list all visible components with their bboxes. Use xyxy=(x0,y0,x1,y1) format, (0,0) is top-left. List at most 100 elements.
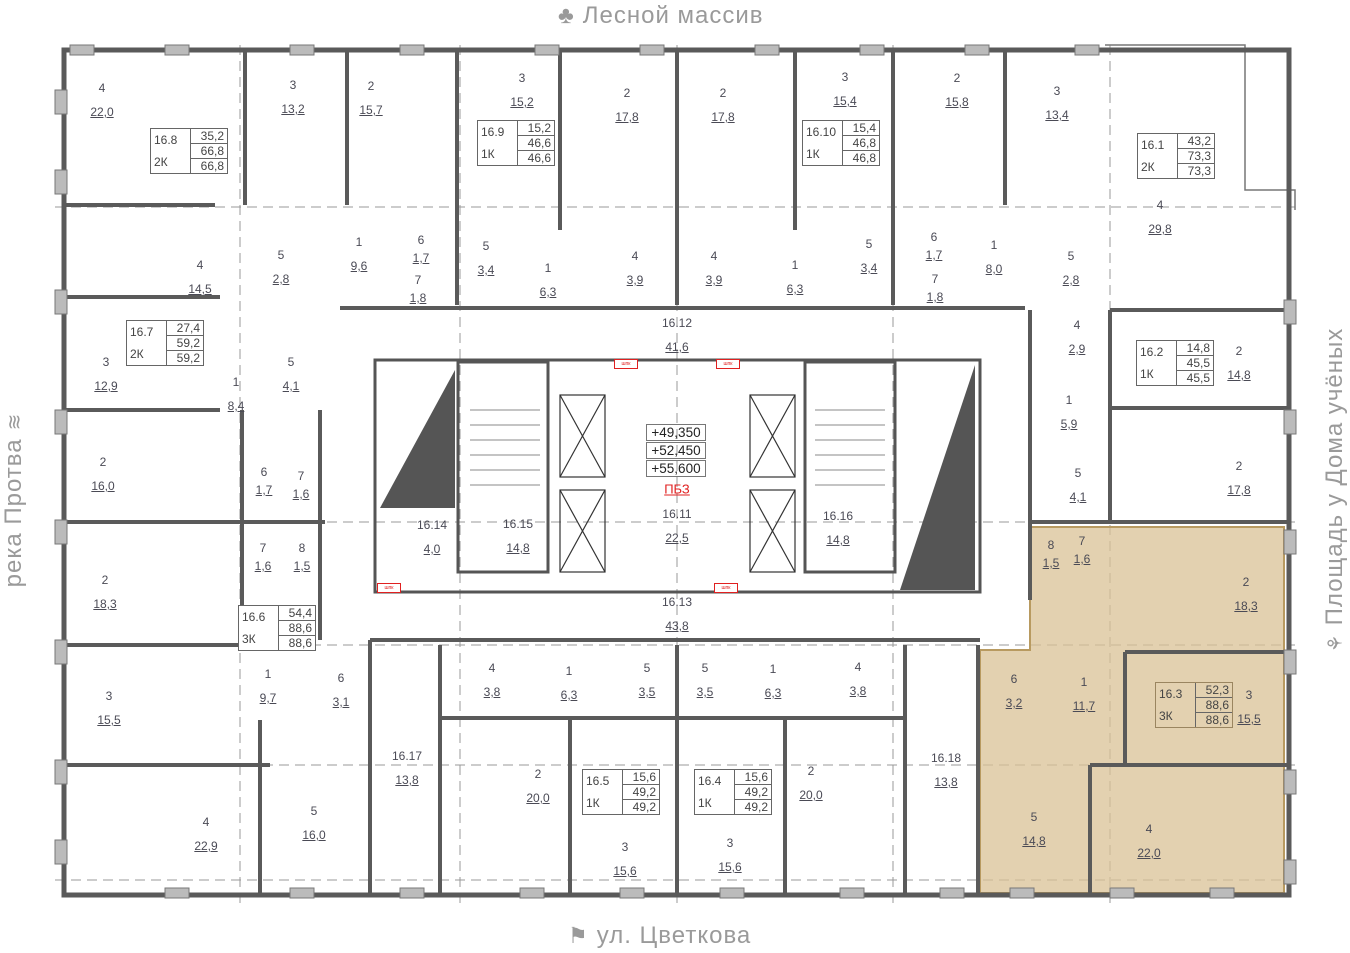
room-area: 17,8 xyxy=(615,110,639,124)
window xyxy=(1283,769,1297,795)
north-label: Лесной массив xyxy=(582,2,764,29)
common-space-area: 22,5 xyxy=(665,531,689,545)
room-number: 4 xyxy=(196,258,204,272)
room-number: 7 xyxy=(931,272,939,286)
window xyxy=(939,887,965,899)
apartment-area-value: 35,2 xyxy=(191,129,227,144)
room-area: 6,3 xyxy=(539,285,557,299)
room-area: 1,6 xyxy=(292,487,310,501)
stair-steps xyxy=(470,409,885,486)
apartment-area-value: 46,6 xyxy=(518,136,554,151)
room-number: 5 xyxy=(643,661,651,675)
room-area: 1,5 xyxy=(293,559,311,573)
room-number: 3 xyxy=(289,78,297,92)
room-number: 4 xyxy=(1156,198,1164,212)
east-label: Площадь у Дома учёных xyxy=(1321,327,1348,626)
room-number: 5 xyxy=(865,237,873,251)
room-area: 14,8 xyxy=(1022,834,1046,848)
window xyxy=(54,639,68,665)
apartment-id: 16.2 xyxy=(1140,345,1164,359)
common-space-area: 13,8 xyxy=(934,775,958,789)
room-number: 1 xyxy=(232,375,240,389)
room-number: 1 xyxy=(565,664,573,678)
apartment-id: 16.7 xyxy=(130,325,154,339)
room-number: 3 xyxy=(1053,84,1061,98)
room-area: 17,8 xyxy=(1227,483,1251,497)
window xyxy=(519,887,545,899)
room-area: 6,3 xyxy=(764,686,782,700)
room-area: 14,5 xyxy=(188,282,212,296)
room-area: 3,8 xyxy=(849,684,867,698)
room-number: 1 xyxy=(791,258,799,272)
room-number: 1 xyxy=(990,238,998,252)
room-area: 2,8 xyxy=(272,272,290,286)
room-number: 1 xyxy=(264,667,272,681)
apartment-area-value: 66,8 xyxy=(200,159,224,173)
room-area: 15,6 xyxy=(613,864,637,878)
apartment-id: 16.10 xyxy=(806,125,837,139)
stair-left xyxy=(456,360,550,574)
south-label: ул. Цветкова xyxy=(596,922,752,949)
window xyxy=(1283,529,1297,555)
room-number: 8 xyxy=(298,541,306,555)
room-area: 2,8 xyxy=(1062,273,1080,287)
apartment-area-value: 52,3 xyxy=(1196,683,1232,698)
core xyxy=(373,358,982,594)
balcony-outline xyxy=(1105,44,1296,210)
room-area: 3,9 xyxy=(626,273,644,287)
window xyxy=(1283,299,1297,325)
window xyxy=(54,89,68,115)
room-number: 6 xyxy=(260,465,268,479)
common-space-area: 13,8 xyxy=(395,773,419,787)
apartment-type: 2К xyxy=(1141,160,1155,174)
room-number: 4 xyxy=(854,660,862,674)
room-number: 6 xyxy=(337,671,345,685)
apartment-area-value: 66,8 xyxy=(191,144,227,159)
apartment-area-value: 88,6 xyxy=(1196,698,1232,713)
shaft-right xyxy=(900,365,975,590)
apartment-id: 16.6 xyxy=(242,610,266,624)
room-number: 2 xyxy=(719,86,727,100)
room-number: 4 xyxy=(1073,318,1081,332)
apartment-type: 1К xyxy=(586,796,600,810)
room-area: 1,6 xyxy=(1073,552,1091,566)
compass-north: ♣ Лесной массив xyxy=(558,2,764,30)
stair-right xyxy=(803,360,897,574)
room-number: 7 xyxy=(1078,534,1086,548)
apartment-id: 16.3 xyxy=(1159,687,1183,701)
room-area: 4,1 xyxy=(1069,490,1087,504)
room-number: 1 xyxy=(544,261,552,275)
common-space-area: 4,0 xyxy=(423,542,441,556)
room-area: 20,0 xyxy=(799,788,823,802)
window xyxy=(1283,409,1297,435)
room-area: 4,1 xyxy=(282,379,300,393)
apartment-area-value: 88,6 xyxy=(1205,713,1229,727)
room-number: 6 xyxy=(417,233,425,247)
tree-icon: ♣ xyxy=(558,2,575,29)
shaft-left xyxy=(380,370,455,508)
room-area: 5,9 xyxy=(1060,417,1078,431)
compass-west: река Протва ≋ xyxy=(0,413,28,588)
apartment-area-value: 43,2 xyxy=(1178,134,1214,149)
apartment-area-value: 73,3 xyxy=(1187,164,1211,178)
room-number: 3 xyxy=(105,689,113,703)
room-number: 2 xyxy=(1242,575,1250,589)
